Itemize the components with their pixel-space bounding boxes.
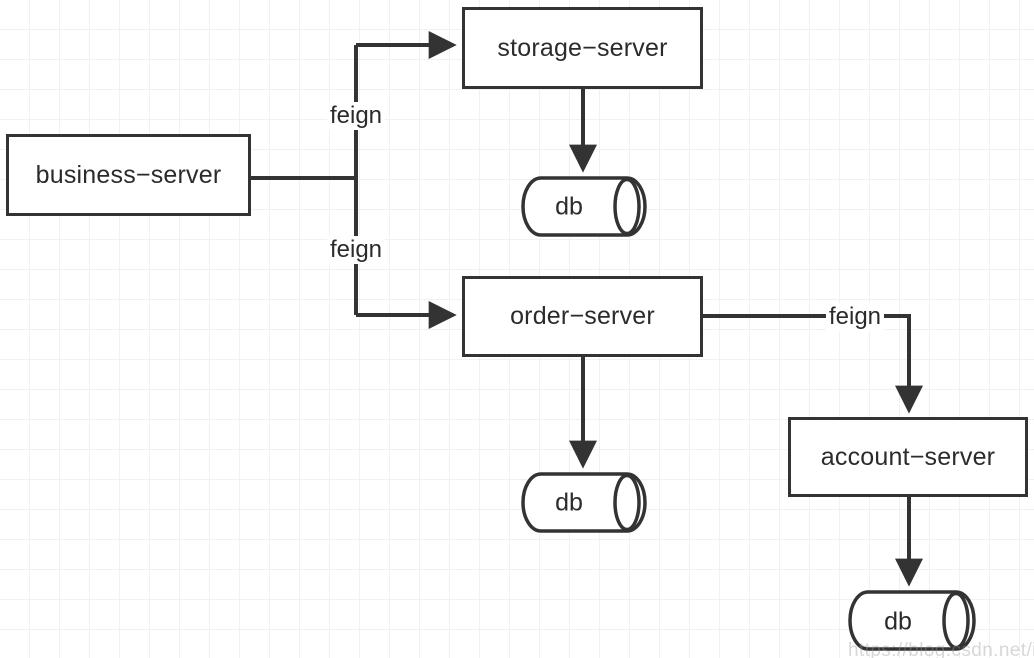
database-cylinder-icon — [848, 590, 976, 651]
edge-label-order-to-account: feign — [825, 303, 885, 331]
node-account-db[interactable]: db — [848, 590, 976, 651]
node-label-account-db: db — [884, 607, 912, 636]
node-order-server[interactable]: order−server — [462, 276, 703, 357]
node-label-business-server: business−server — [35, 160, 222, 189]
node-label-order-server: order−server — [510, 302, 655, 330]
node-label-storage-server: storage−server — [497, 33, 668, 62]
edge-order-to-account — [703, 314, 923, 414]
node-account-server[interactable]: account−server — [788, 417, 1028, 497]
node-storage-server[interactable]: storage−server — [462, 7, 703, 89]
database-cylinder-icon — [521, 472, 647, 533]
node-business-server[interactable]: business−server — [6, 134, 251, 216]
node-order-db[interactable]: db — [521, 472, 647, 533]
node-storage-db[interactable]: db — [521, 176, 647, 237]
node-label-order-db: db — [555, 488, 583, 517]
node-label-storage-db: db — [555, 192, 583, 221]
edge-label-business-to-order: feign — [326, 236, 386, 264]
edge-label-business-to-storage: feign — [326, 102, 386, 130]
database-cylinder-icon — [521, 176, 647, 237]
watermark-text: https://blog.csdn.net/i4761 — [848, 640, 1034, 658]
node-label-account-server: account−server — [820, 442, 996, 471]
